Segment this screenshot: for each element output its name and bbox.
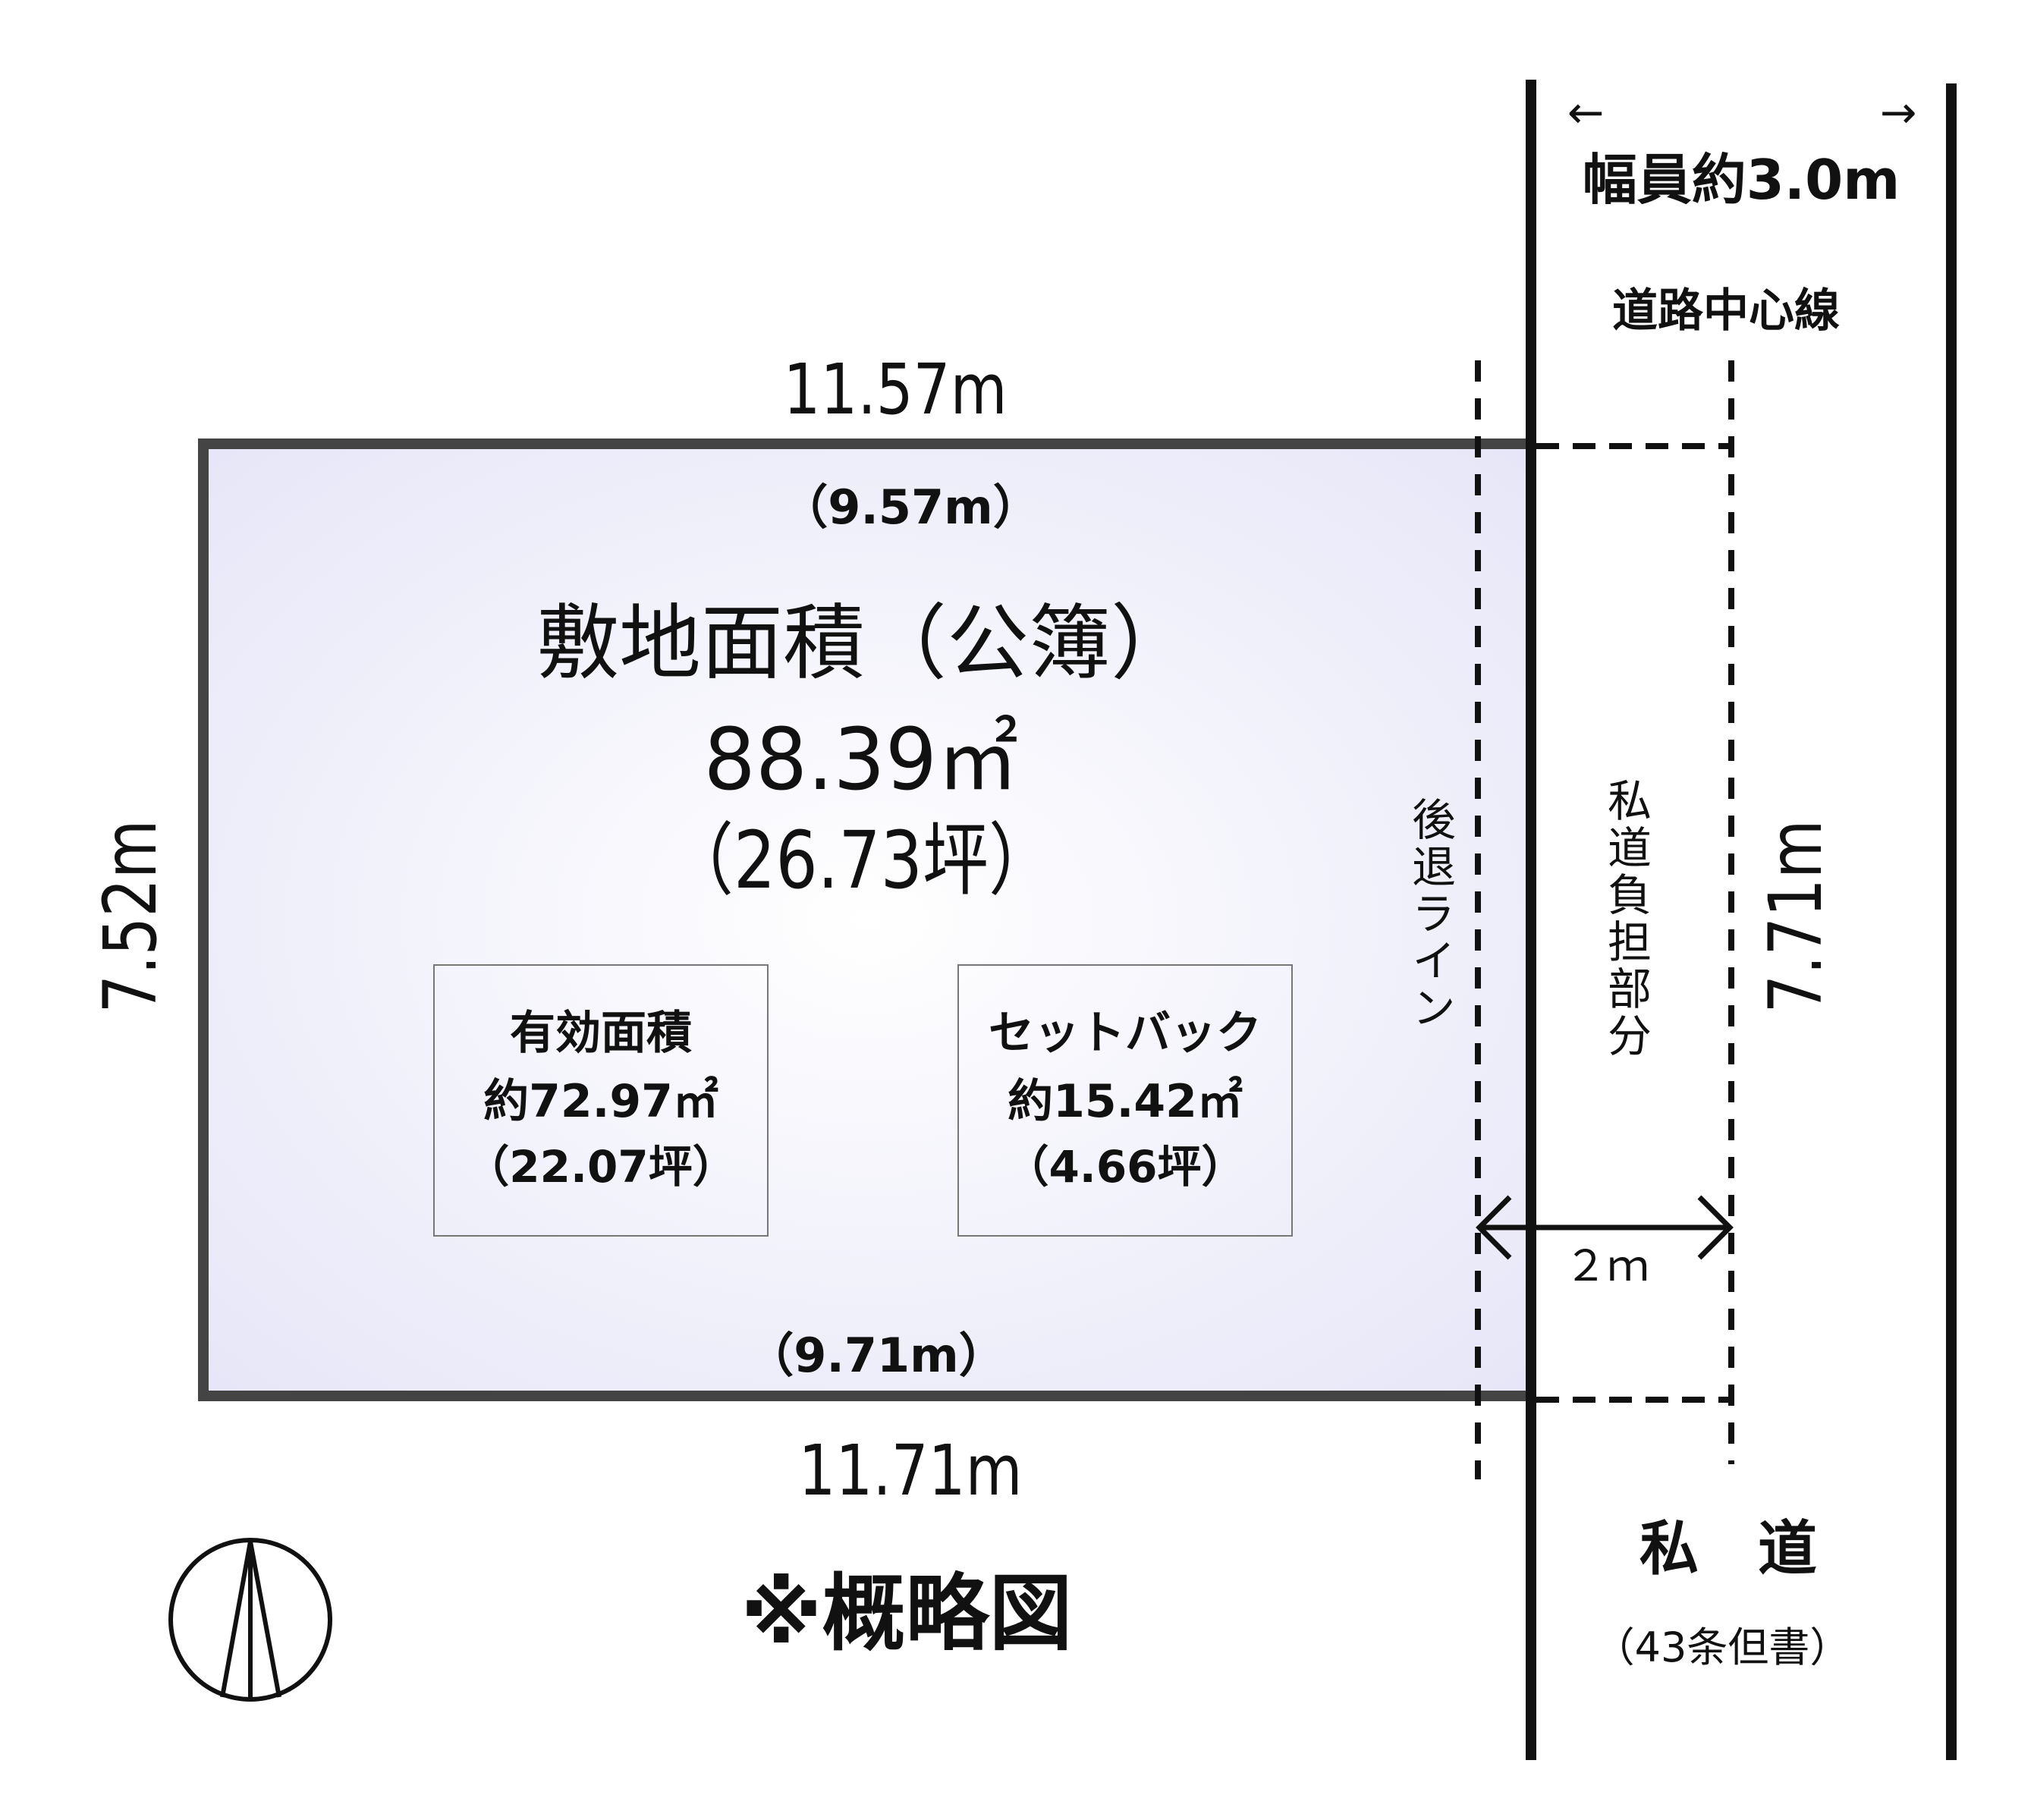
road-width-label: 幅員約3.0m (1583, 148, 1900, 212)
lot-area (198, 438, 1536, 1401)
effective-area-tsubo: （22.07坪） (465, 1141, 736, 1193)
setback-width-arrow (1476, 1195, 1734, 1260)
lot-top-effective-length: （9.57m） (781, 479, 1040, 535)
lot-top-length: 11.57m (784, 349, 1008, 430)
area-sqm: 88.39㎡ (704, 711, 1019, 809)
lot-left-length: 7.52m (88, 820, 173, 1014)
area-tsubo: （26.73坪） (668, 814, 1055, 907)
effective-area-box (433, 964, 769, 1237)
north-arrow-icon (168, 1538, 332, 1702)
road-width-arrow-right: → (1880, 86, 1917, 138)
setback-line-label: 後退ライン (1404, 797, 1456, 1032)
road-name: 私 道 (1639, 1515, 1817, 1583)
road-burden-label: 私道負担部分 (1600, 778, 1652, 1060)
lot-bottom-effective-length: （9.71m） (747, 1328, 1006, 1383)
effective-area-sqm: 約72.97㎡ (483, 1075, 718, 1128)
road-right-length: 7.71m (1753, 820, 1838, 1014)
road-center-line-label: 道路中心線 (1612, 284, 1840, 338)
setback-width-label: ２ｍ (1564, 1242, 1649, 1291)
setback-area-sqm: 約15.42㎡ (1008, 1075, 1243, 1128)
setback-area-title: セットバック (989, 1007, 1262, 1060)
road-note: （43条但書） (1594, 1624, 1851, 1671)
lot-bottom-length: 11.71m (799, 1430, 1023, 1511)
schematic-note: ※概略図 (741, 1565, 1073, 1662)
setback-area-box (957, 964, 1293, 1237)
effective-area-title: 有効面積 (510, 1007, 692, 1060)
setback-area-tsubo: （4.66坪） (1004, 1141, 1245, 1193)
road-width-arrow-left: ← (1567, 86, 1605, 138)
area-title: 敷地面積（公簿） (537, 596, 1193, 691)
